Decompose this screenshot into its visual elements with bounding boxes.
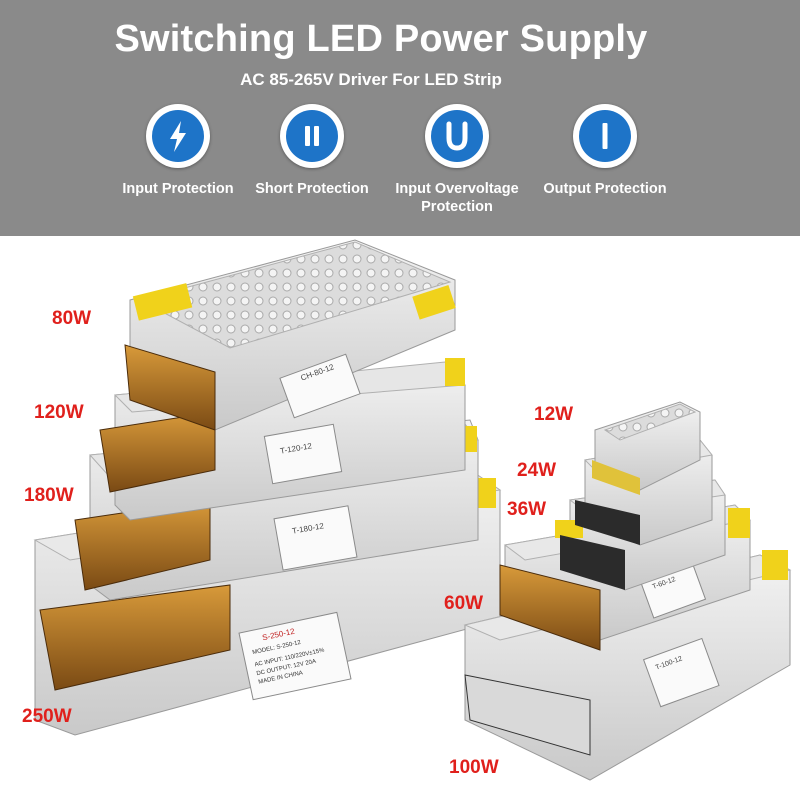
feature-input-overvoltage-protection: Input Overvoltage Protection — [382, 104, 532, 216]
watt-label-60w: 60W — [444, 593, 484, 614]
feature-short-protection: Short Protection — [237, 104, 387, 198]
feature-label: Short Protection — [255, 181, 369, 197]
feature-label: Input Protection — [122, 181, 234, 197]
feature-label: Input Overvoltage Protection — [395, 181, 519, 215]
watt-label-36w: 36W — [507, 499, 547, 520]
header-banner: Switching LED Power Supply AC 85-265V Dr… — [0, 0, 800, 236]
feature-label: Output Protection — [543, 181, 667, 197]
feature-input-protection: Input Protection — [103, 104, 253, 198]
watt-label-100w: 100W — [449, 757, 499, 778]
unit-80w — [124, 239, 456, 431]
feature-output-protection: Output Protection — [530, 104, 680, 198]
letter-u-icon — [446, 121, 468, 151]
watt-label-250w: 250W — [22, 706, 72, 727]
lightning-icon — [170, 121, 186, 152]
watt-label-80w: 80W — [52, 308, 92, 329]
watt-label-24w: 24W — [517, 460, 557, 481]
page-subtitle: AC 85-265V Driver For LED Strip — [240, 70, 502, 89]
watt-label-12w: 12W — [534, 404, 574, 425]
watt-label-120w: 120W — [34, 402, 84, 423]
short-circuit-icon — [305, 126, 319, 146]
page-title: Switching LED Power Supply — [114, 18, 648, 60]
product-photo — [33, 239, 792, 781]
watt-label-180w: 180W — [24, 485, 74, 506]
letter-i-icon — [602, 123, 608, 149]
unit-12w — [592, 401, 701, 495]
